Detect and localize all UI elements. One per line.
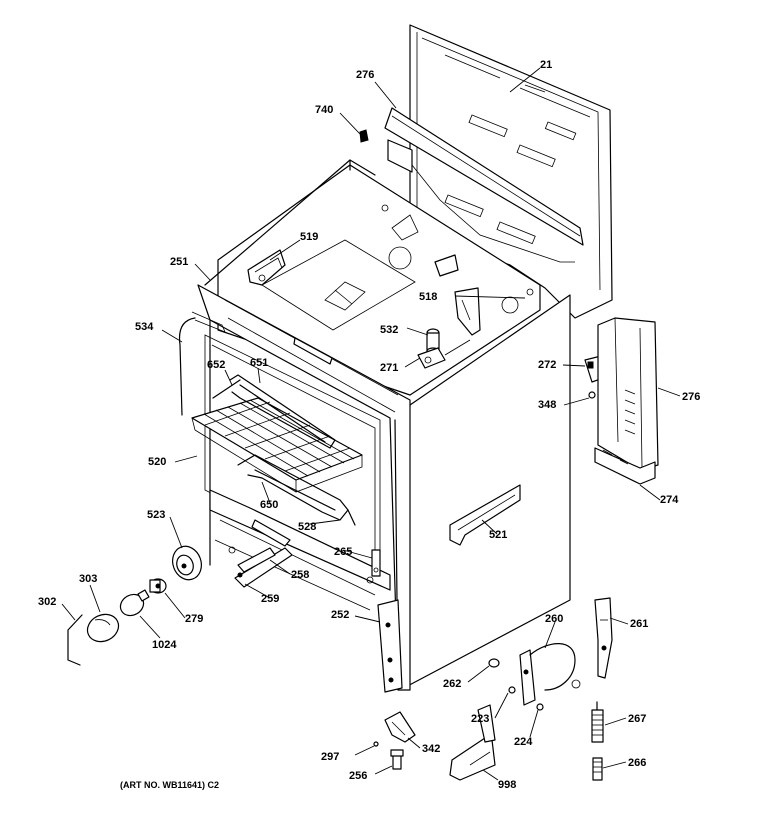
callout-650: 650 <box>260 499 278 511</box>
callout-303: 303 <box>79 573 97 585</box>
callout-266: 266 <box>628 757 646 769</box>
callout-528: 528 <box>298 521 316 533</box>
lamp-cover-303 <box>86 613 120 643</box>
callout-998: 998 <box>498 779 516 791</box>
callout-1024: 1024 <box>152 639 177 651</box>
hinge-arm-260 <box>519 643 581 706</box>
bracket-342 <box>384 711 416 743</box>
washer-223 <box>508 686 516 694</box>
callout-534: 534 <box>135 321 154 333</box>
washer-224 <box>536 703 544 711</box>
callout-276-top: 276 <box>356 69 374 81</box>
lamp-receptacle-523 <box>172 545 202 581</box>
top-clip-740 <box>359 129 369 143</box>
art-number: (ART NO. WB11641) C2 <box>120 780 219 790</box>
callout-651: 651 <box>250 357 268 369</box>
callout-260: 260 <box>545 613 563 625</box>
lamp-socket-279 <box>149 578 167 594</box>
callout-520: 520 <box>148 456 166 468</box>
callout-518: 518 <box>419 291 437 303</box>
bake-element <box>237 454 356 526</box>
grommet-348 <box>588 391 596 399</box>
callout-532: 532 <box>380 324 398 336</box>
callout-276-right: 276 <box>682 391 700 403</box>
callout-251: 251 <box>170 256 188 268</box>
callout-271: 271 <box>380 362 398 374</box>
hinge-spring-266 <box>592 757 603 781</box>
callout-labels: 21 276 740 519 251 518 534 532 652 651 2… <box>38 59 700 791</box>
callout-21: 21 <box>540 59 552 71</box>
callout-297: 297 <box>321 751 339 763</box>
callout-256: 256 <box>349 770 367 782</box>
callout-342: 342 <box>422 743 440 755</box>
hinge-bracket-261 <box>594 597 613 679</box>
callout-223: 223 <box>471 713 489 725</box>
hinge-265 <box>371 549 381 577</box>
bushing-262 <box>488 658 500 668</box>
hinge-spring-267 <box>591 701 604 743</box>
callout-523: 523 <box>147 509 165 521</box>
callout-521: 521 <box>489 529 507 541</box>
callout-279: 279 <box>185 613 203 625</box>
oven-cabinet <box>197 159 571 691</box>
lamp-bulb-1024 <box>119 589 150 617</box>
callout-262: 262 <box>443 678 461 690</box>
callout-274: 274 <box>660 494 679 506</box>
oven-rack <box>191 397 363 493</box>
screw-297 <box>373 741 379 747</box>
callout-272: 272 <box>538 359 556 371</box>
callout-261: 261 <box>630 618 648 630</box>
callout-302: 302 <box>38 596 56 608</box>
callout-348: 348 <box>538 399 556 411</box>
sensor-271 <box>417 339 471 369</box>
screw-256 <box>390 749 404 770</box>
wire-retainer-302 <box>67 614 83 666</box>
bottom-panel-274 <box>594 447 656 485</box>
callout-267: 267 <box>628 713 646 725</box>
broil-element <box>212 374 336 449</box>
callout-740: 740 <box>315 104 333 116</box>
callout-519: 519 <box>300 231 318 243</box>
callout-224: 224 <box>514 736 533 748</box>
leader-lines <box>61 67 681 781</box>
oven-vent-519 <box>247 249 286 286</box>
door-gasket <box>178 317 196 416</box>
callout-258: 258 <box>291 569 309 581</box>
hinge-258-259 <box>234 519 293 588</box>
callout-259: 259 <box>261 593 279 605</box>
top-rail <box>384 107 584 263</box>
callout-252: 252 <box>331 609 349 621</box>
hinge-receiver-252 <box>377 599 403 693</box>
side-panel-276 <box>597 317 659 471</box>
bracket-518 <box>434 254 481 336</box>
callout-265: 265 <box>334 546 352 558</box>
callout-652: 652 <box>207 359 225 371</box>
bracket-998 <box>449 704 496 781</box>
